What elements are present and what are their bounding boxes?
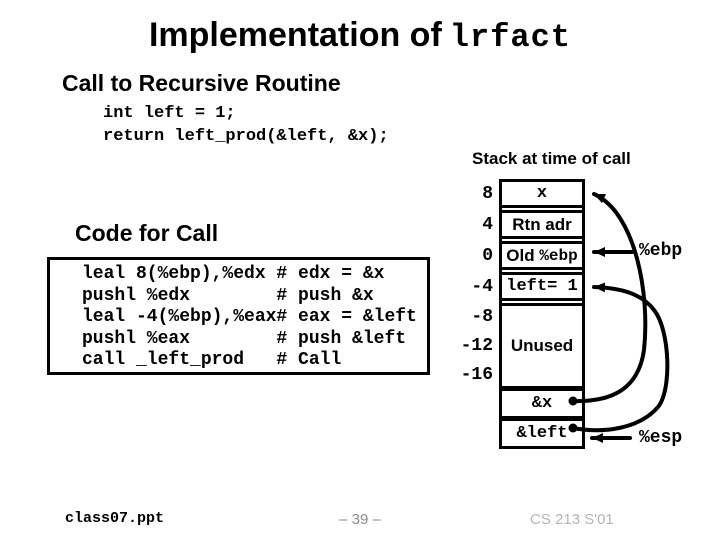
code-for-call-heading: Code for Call: [75, 220, 219, 246]
page-title-code: lrfact: [449, 19, 571, 56]
stack-title: Stack at time of call: [472, 149, 631, 168]
asm-code-box: leal 8(%ebp),%edx # edx = &x pushl %edx …: [47, 257, 430, 375]
arrow-addr-left-to-left: [571, 282, 670, 433]
stack-cell-rtn-adr: Rtn adr: [499, 210, 585, 239]
c-code-block: int left = 1; return left_prod(&left, &x…: [103, 104, 389, 146]
call-section-heading: Call to Recursive Routine: [62, 70, 341, 96]
stack-cell-addr-x: &x: [499, 388, 585, 419]
stack-cell-left: left= 1: [499, 272, 585, 301]
stack-cell-old-ebp-word: Old: [506, 245, 535, 265]
register-ebp-label: %ebp: [639, 241, 683, 261]
stack-offset-neg12: -12: [460, 336, 493, 356]
footer-course: CS 213 S'01: [530, 511, 614, 528]
stack-cell-x: x: [499, 179, 585, 208]
stack-cell-old-ebp: Old %ebp: [499, 241, 585, 270]
stack-offset-neg8: -8: [471, 307, 493, 327]
stack-cell-unused: Unused: [499, 303, 585, 389]
stack-cell-addr-left: &left: [499, 418, 585, 449]
stack-offset-4: 4: [482, 215, 493, 235]
stack-cell-old-ebp-reg: %ebp: [539, 246, 578, 265]
stack-offset-neg4: -4: [471, 277, 493, 297]
stack-offset-8: 8: [482, 184, 493, 204]
stack-offset-neg16: -16: [460, 365, 493, 385]
footer-page-number: – 39 –: [339, 511, 381, 528]
asm-code-block: leal 8(%ebp),%edx # edx = &x pushl %edx …: [82, 264, 417, 370]
register-esp-label: %esp: [639, 428, 683, 448]
stack-offset-0: 0: [482, 246, 493, 266]
page-title-text: Implementation of: [148, 16, 442, 54]
footer-filename: class07.ppt: [65, 510, 165, 527]
